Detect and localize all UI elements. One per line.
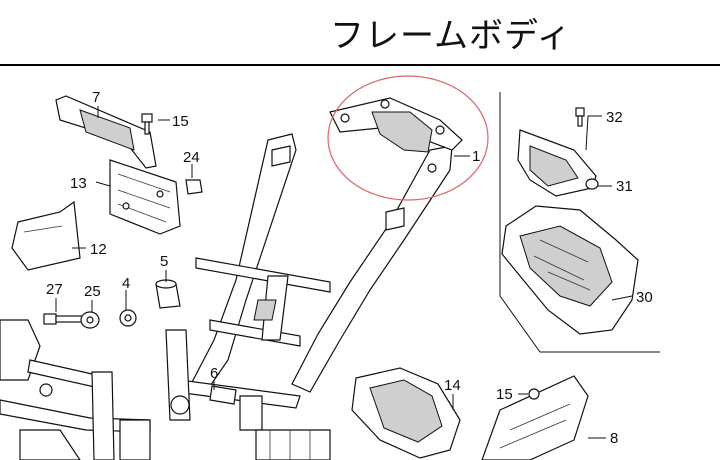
highlight-circle	[327, 75, 489, 201]
callout-31: 31	[616, 178, 633, 195]
part-27-bolt	[43, 313, 83, 325]
callout-12: 12	[90, 241, 107, 258]
callout-labels: 1 7 15 24 13 12 27 25 4 5 6 14 15 8 32 3…	[46, 89, 653, 447]
main-frame	[165, 97, 463, 460]
callout-14: 14	[444, 377, 461, 394]
right-inset-box	[499, 92, 660, 353]
part-24-grommet	[185, 179, 203, 195]
callout-7: 7	[92, 89, 100, 106]
part-15-bolt-lower	[528, 388, 540, 400]
part-15-bolt-upper	[141, 113, 153, 135]
callout-25: 25	[84, 283, 101, 300]
callout-15-upper: 15	[172, 113, 189, 130]
part-25-nut	[80, 311, 100, 329]
callout-4: 4	[122, 275, 130, 292]
callout-15-lower: 15	[496, 386, 513, 403]
part-14-cover	[351, 367, 461, 459]
callout-13: 13	[70, 175, 87, 192]
callout-1: 1	[472, 148, 480, 165]
callout-24: 24	[183, 149, 200, 166]
part-4-collar	[119, 309, 137, 327]
part-8-bracket	[481, 375, 589, 460]
callout-8: 8	[610, 430, 618, 447]
part-5-spacer	[155, 279, 181, 309]
left-subframe	[0, 319, 151, 460]
page-title: フレームボディ	[330, 16, 572, 56]
callout-5: 5	[160, 253, 168, 270]
callout-27: 27	[46, 281, 63, 298]
callout-32: 32	[606, 109, 623, 126]
callout-30: 30	[636, 289, 653, 306]
bracket-assembly	[55, 95, 181, 235]
leader-lines	[55, 106, 633, 439]
part-6-collar	[209, 385, 237, 405]
title-rule	[0, 64, 720, 66]
part-12-cover	[11, 200, 81, 271]
callout-6: 6	[210, 365, 218, 382]
